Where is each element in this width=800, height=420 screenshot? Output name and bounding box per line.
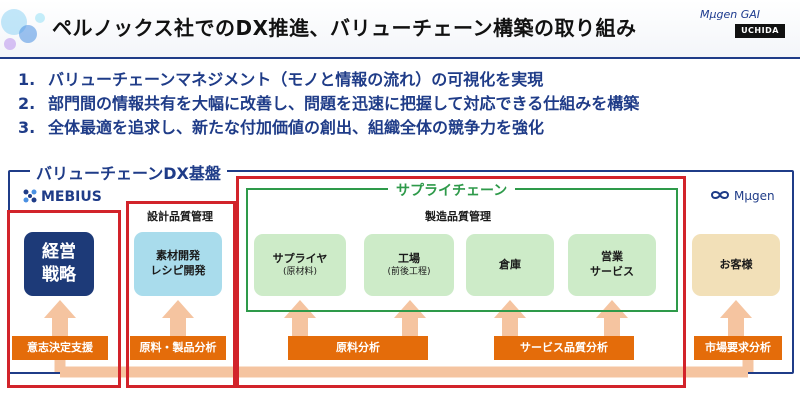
node-main: お客様 [719, 257, 753, 271]
design-quality-label: 設計品質管理 [147, 210, 213, 223]
label-service-quality-analysis: サービス品質分析 [494, 336, 634, 360]
node-line: レシピ開発 [150, 264, 206, 277]
point-number: 3. [18, 118, 36, 137]
decorative-circles-icon [1, 9, 45, 50]
label-raw-material-analysis: 原料分析 [288, 336, 428, 360]
mugen-loop-icon [710, 191, 730, 199]
node-line: 戦略 [42, 265, 76, 285]
node-line: 素材開発 [156, 249, 200, 263]
node-main: 倉庫 [499, 257, 521, 271]
node-management-strategy: 経営 戦略 [24, 232, 94, 296]
node-customer: お客様 [692, 234, 780, 296]
mugen-logo: Mμgen [708, 186, 775, 204]
node-main: 工場 [398, 251, 420, 265]
node-sub: (原材料) [282, 267, 318, 278]
node-main: サプライヤ [272, 251, 328, 265]
platform-title: バリューチェーンDX基盤 [30, 160, 227, 184]
node-warehouse: 倉庫 [466, 234, 554, 296]
arrow-design [162, 300, 194, 340]
mebius-dots-icon [23, 189, 37, 203]
point-1: 1. バリューチェーンマネジメント（モノと情報の流れ）の可視化を実現 [18, 66, 543, 90]
point-text: 全体最適を追求し、新たな付加価値の創出、組織全体の競争力を強化 [48, 118, 545, 137]
point-number: 2. [18, 94, 36, 113]
point-text: 部門間の情報共有を大幅に改善し、問題を迅速に把握して対応できる仕組みを構築 [48, 94, 640, 113]
design-red-frame [126, 201, 236, 388]
arrow-customer [720, 300, 752, 340]
arrow-strategy [44, 300, 76, 340]
label-decision-support: 意志決定支援 [12, 336, 108, 360]
page-title: ペルノックス社でのDX推進、バリューチェーン構築の取り組み [52, 16, 637, 40]
node-sales-service: 営業 サービス [568, 234, 656, 296]
mebius-logo: MEBIUS [22, 188, 102, 205]
mugen-logo-text: Mμgen [734, 189, 775, 203]
supply-chain-title: サプライチェーン [388, 180, 516, 200]
brand-logo-mugen-gai: Mμgen GAI [700, 8, 761, 21]
point-number: 1. [18, 70, 36, 89]
node-supplier: サプライヤ (原材料) [254, 234, 346, 296]
node-sub: サービス [590, 265, 634, 278]
header-divider [0, 57, 800, 59]
supply-red-frame [236, 176, 686, 388]
label-material-product-analysis: 原料・製品分析 [130, 336, 226, 360]
mebius-logo-text: MEBIUS [41, 189, 102, 205]
point-2: 2. 部門間の情報共有を大幅に改善し、問題を迅速に把握して対応できる仕組みを構築 [18, 90, 639, 114]
node-main: 営業 [601, 250, 623, 264]
brand-logo-uchida: UCHIDA [735, 24, 785, 38]
node-factory: 工場 (前後工程) [364, 234, 454, 296]
node-sub: (前後工程) [387, 267, 431, 278]
label-market-demand-analysis: 市場要求分析 [694, 336, 782, 360]
node-material-development: 素材開発 レシピ開発 [134, 232, 222, 296]
point-text: バリューチェーンマネジメント（モノと情報の流れ）の可視化を実現 [48, 70, 544, 89]
node-line: 経営 [42, 242, 76, 263]
strategy-red-frame [7, 210, 121, 388]
point-3: 3. 全体最適を追求し、新たな付加価値の創出、組織全体の競争力を強化 [18, 114, 544, 138]
manufacturing-quality-label: 製造品質管理 [425, 210, 491, 223]
header-background [0, 0, 800, 58]
